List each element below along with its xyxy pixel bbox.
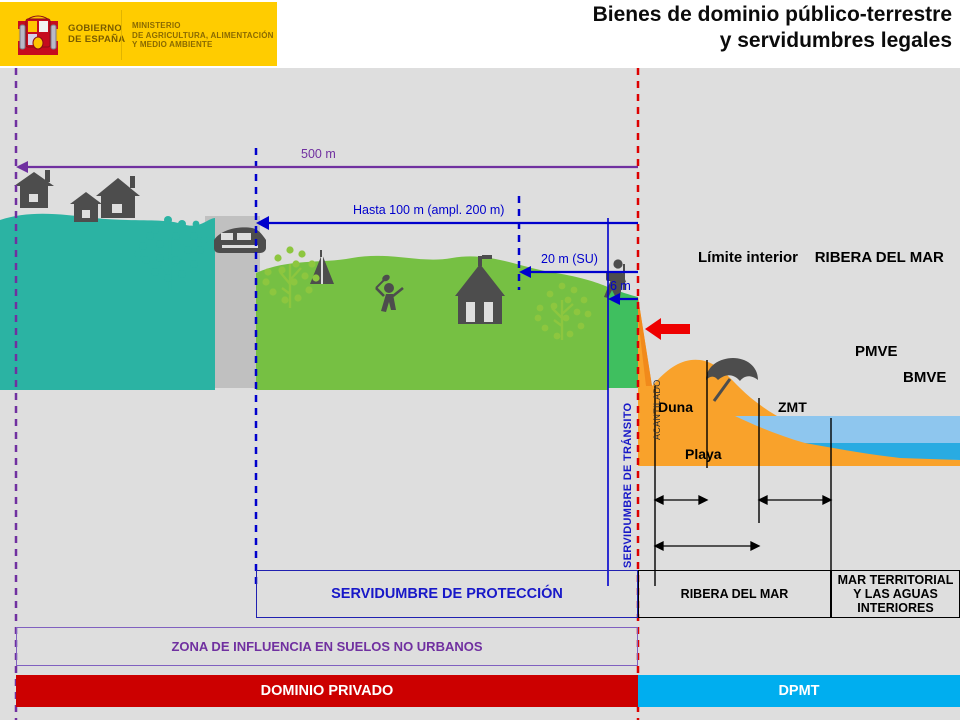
band-dominio-privado: DOMINIO PRIVADO	[16, 675, 638, 707]
coat-of-arms-spain-icon	[18, 15, 58, 55]
gov-line-1: GOBIERNO	[68, 23, 123, 34]
ministry-logo-band: GOBIERNO DE ESPAÑA MINISTERIO DE AGRICUL…	[0, 2, 277, 66]
umbrella-icon	[706, 358, 758, 402]
callout-text-2: RIBERA DEL MAR	[814, 249, 944, 266]
ministry-line-2: DE AGRICULTURA, ALIMENTACIÓN	[132, 30, 274, 40]
band-servidumbre-proteccion: SERVIDUMBRE DE PROTECCIÓN	[256, 570, 638, 618]
house-icon	[14, 170, 54, 208]
page-header: GOBIERNO DE ESPAÑA MINISTERIO DE AGRICUL…	[0, 0, 960, 68]
measure-label-100m: Hasta 100 m (ampl. 200 m)	[353, 203, 505, 217]
duna-label: Duna	[658, 399, 693, 415]
beach-measure-arrows	[653, 494, 833, 552]
water-pmve	[735, 416, 960, 443]
cliff-face	[638, 297, 652, 386]
page-title-line-1: Bienes de dominio público-terrestre	[592, 3, 952, 26]
diagram-canvas: 500 m Hasta 100 m (ampl. 200 m) 20 m (SU…	[0, 68, 960, 720]
band-zona-influencia: ZONA DE INFLUENCIA EN SUELOS NO URBANOS	[16, 627, 638, 666]
red-left-arrow-icon	[645, 318, 690, 340]
terrain-rural	[256, 255, 608, 390]
band-mar-territorial: MAR TERRITORIAL Y LAS AGUAS INTERIORES	[831, 570, 960, 618]
band-dpmt: DPMT	[638, 675, 960, 707]
servidumbre-transito-label: SERVIDUMBRE DE TRÁNSITO	[622, 402, 634, 568]
car-icon	[214, 227, 266, 253]
mar-territorial-line-3: INTERIORES	[857, 601, 934, 615]
ministry-line-3: Y MEDIO AMBIENTE	[132, 40, 213, 49]
pmve-label: PMVE	[855, 343, 898, 360]
page-title-line-2: y servidumbres legales	[719, 29, 952, 52]
measure-label-500m: 500 m	[301, 147, 336, 161]
measure-arrow-500m	[16, 161, 638, 173]
terrain-urban	[0, 213, 215, 390]
measure-arrow-20m	[519, 266, 638, 278]
bmve-label: BMVE	[903, 369, 947, 386]
gov-line-2: DE ESPAÑA	[68, 33, 126, 45]
playa-label: Playa	[685, 446, 722, 462]
logo-divider	[121, 10, 122, 60]
gazebo-icon	[455, 255, 505, 324]
house-icon	[96, 176, 140, 218]
house-icon	[70, 192, 102, 222]
acantilado-label: ACANTILADO	[652, 379, 662, 440]
gov-label: GOBIERNO DE ESPAÑA	[68, 23, 126, 45]
callout-text-1: Límite interior	[698, 249, 799, 266]
measure-label-6m: 6 m	[610, 279, 631, 293]
hiker-icon	[604, 259, 626, 298]
beach-sand-profile	[638, 297, 960, 466]
tree-icon	[134, 216, 208, 292]
zmt-label: ZMT	[778, 399, 807, 415]
measure-arrow-6m	[608, 293, 638, 305]
golfer-icon	[375, 274, 404, 312]
ministry-line-1: MINISTERIO	[132, 21, 181, 30]
page-title: Bienes de dominio público-terrestre y se…	[332, 2, 952, 54]
band-ribera-del-mar: RIBERA DEL MAR	[638, 570, 831, 618]
coastal-profile-illustration	[0, 68, 960, 720]
mar-territorial-line-2: Y LAS AGUAS	[853, 587, 938, 601]
tree-icon	[262, 246, 320, 308]
ministry-label: MINISTERIO DE AGRICULTURA, ALIMENTACIÓN …	[132, 21, 274, 50]
tree-icon	[534, 282, 592, 340]
beach-zone-dividers	[654, 360, 832, 586]
mar-territorial-line-1: MAR TERRITORIAL	[837, 573, 954, 587]
water-bmve	[805, 443, 960, 460]
limite-interior-callout: Límite interior RIBERA DEL MAR	[698, 249, 944, 266]
measure-label-20m: 20 m (SU)	[541, 252, 598, 266]
terrain-transit-strip	[608, 287, 638, 388]
measure-arrow-100m	[256, 216, 638, 230]
